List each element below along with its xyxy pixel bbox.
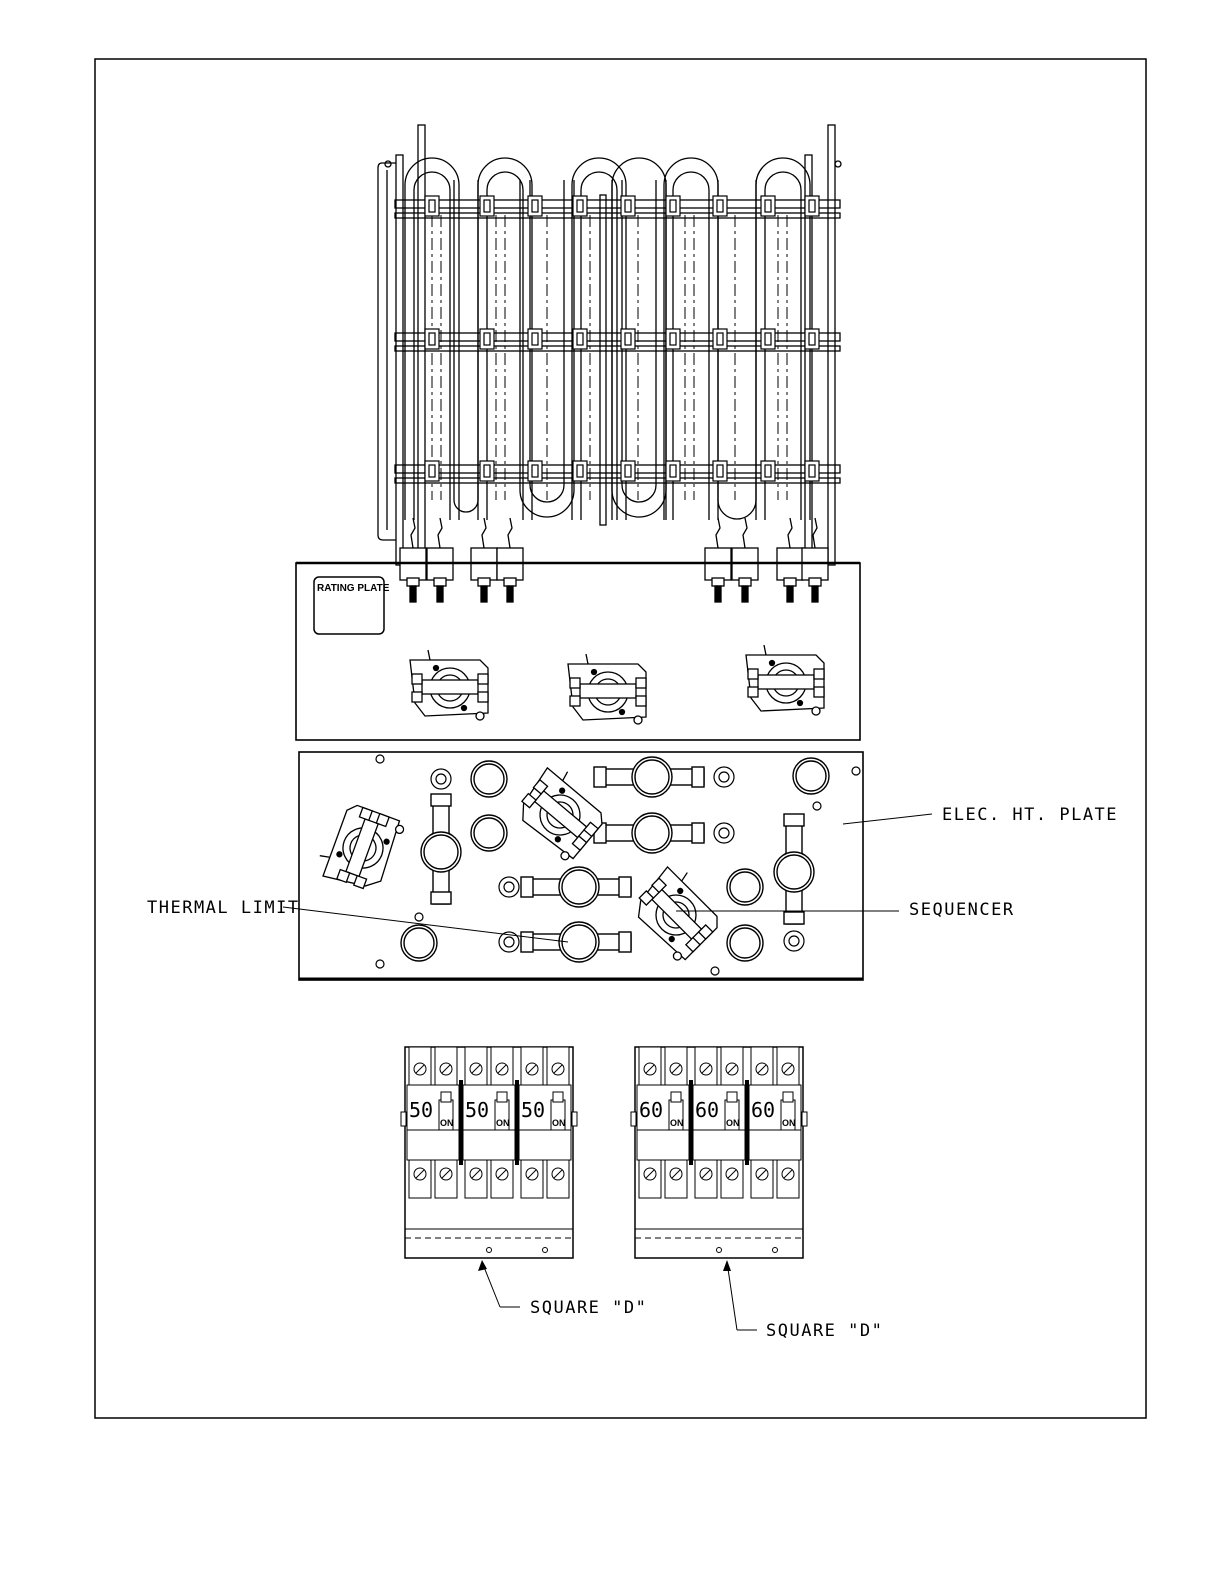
thermal-limit-switch	[594, 813, 704, 853]
thermal-limit-switch	[774, 814, 814, 924]
mounting-hole	[813, 802, 821, 810]
rating-plate-label: RATING PLATE	[317, 583, 390, 594]
mounting-hole	[376, 960, 384, 968]
terminal-stud	[714, 823, 734, 843]
tie-bar	[689, 1080, 693, 1165]
tie-bar	[459, 1080, 463, 1165]
grommet	[401, 925, 437, 961]
breaker-rating: 50	[521, 1098, 545, 1122]
rivet	[543, 1248, 548, 1253]
sequencer-switch	[314, 799, 406, 896]
thermal-limit-label: THERMAL LIMIT	[147, 898, 300, 918]
grommet	[727, 869, 763, 905]
breaker-pole: ON 60	[745, 1047, 801, 1198]
breaker-on-label: ON	[440, 1118, 454, 1128]
breaker-rating: 50	[409, 1098, 433, 1122]
thermal-limit-switch	[521, 922, 631, 962]
limit-switch	[568, 654, 646, 724]
elec-ht-plate-label: ELEC. HT. PLATE	[942, 805, 1118, 825]
breaker-on-label: ON	[552, 1118, 566, 1128]
sequencer-label: SEQUENCER	[909, 900, 1015, 920]
breaker-rating: 60	[695, 1098, 719, 1122]
breaker-on-label: ON	[726, 1118, 740, 1128]
thermal-limit-switch	[521, 867, 631, 907]
grommet	[727, 925, 763, 961]
grommet	[793, 758, 829, 794]
mounting-hole	[711, 967, 719, 975]
breaker-pole: ON 50	[459, 1047, 515, 1198]
elec-ht-plate-components	[314, 755, 860, 975]
terminal-stud	[431, 769, 451, 789]
limit-switch	[410, 650, 488, 720]
tie-bar	[745, 1080, 749, 1165]
limit-switch	[746, 645, 824, 715]
grommet	[471, 761, 507, 797]
breaker-pole: ON 50	[515, 1047, 571, 1198]
breaker-rating: 50	[465, 1098, 489, 1122]
breaker-rating: 60	[751, 1098, 775, 1122]
thermal-limit-switch	[421, 794, 461, 904]
tie-bar	[515, 1080, 519, 1165]
terminal-stud	[714, 767, 734, 787]
drawing-frame	[95, 59, 1146, 1418]
terminal-stud	[784, 931, 804, 951]
mounting-hole	[415, 913, 423, 921]
grommet	[471, 815, 507, 851]
square-d-label-right: SQUARE "D"	[766, 1321, 883, 1341]
arrowhead-left	[478, 1260, 487, 1271]
rivet	[717, 1248, 722, 1253]
rivet	[773, 1248, 778, 1253]
breaker-on-label: ON	[670, 1118, 684, 1128]
arrowhead-right	[723, 1260, 731, 1271]
breaker-pole: ON 60	[689, 1047, 745, 1198]
mounting-hole	[852, 767, 860, 775]
sequencer-switch	[625, 860, 730, 965]
breaker-rating: 60	[639, 1098, 663, 1122]
mounting-hole	[376, 755, 384, 763]
upper-limit-switches	[410, 645, 824, 724]
terminal-stud	[499, 877, 519, 897]
rivet	[487, 1248, 492, 1253]
thermal-limit-switch	[594, 757, 704, 797]
breaker-on-label: ON	[782, 1118, 796, 1128]
breaker-on-label: ON	[496, 1118, 510, 1128]
square-d-label-left: SQUARE "D"	[530, 1298, 647, 1318]
element-terminals	[400, 518, 828, 602]
